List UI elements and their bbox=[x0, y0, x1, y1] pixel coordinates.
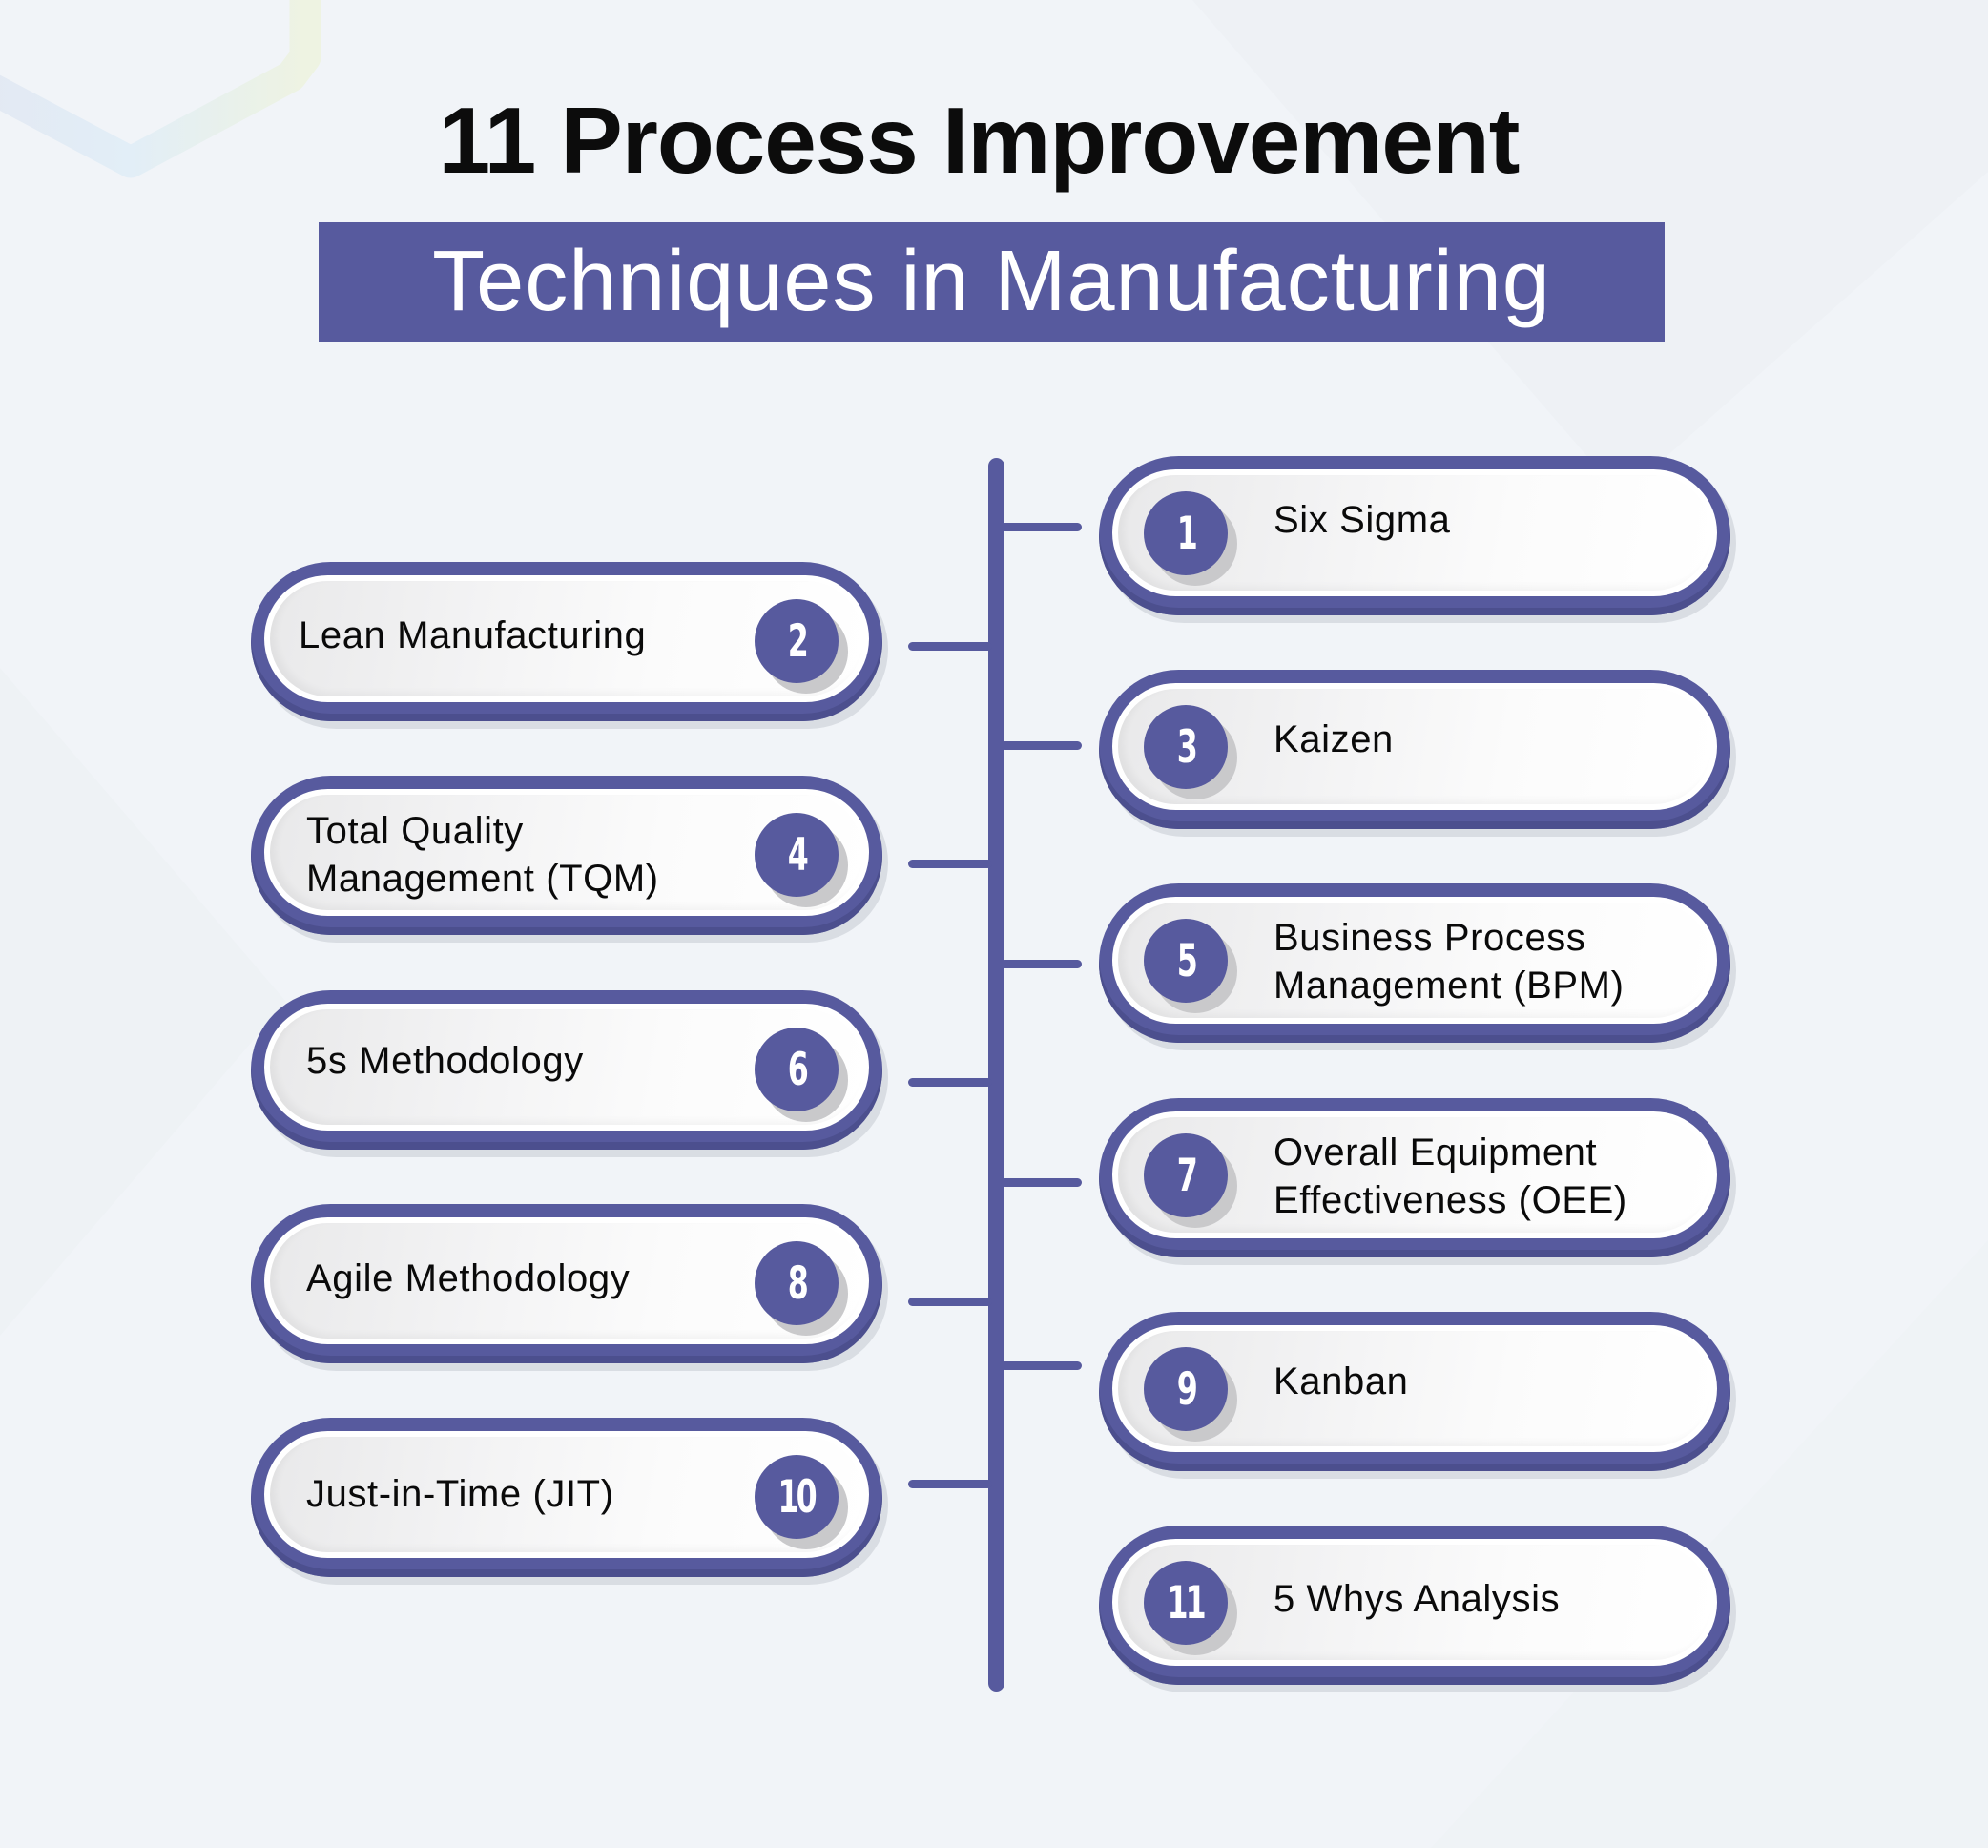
number-badge: 6 bbox=[755, 1028, 839, 1111]
connector-7 bbox=[1001, 1178, 1082, 1187]
technique-label-line2: Effectiveness (OEE) bbox=[1274, 1179, 1627, 1221]
number-badge: 5 bbox=[1144, 919, 1228, 1003]
subtitle-banner: Techniques in Manufacturing bbox=[319, 222, 1665, 342]
technique-card-3: 3 Kaizen bbox=[1099, 670, 1730, 829]
technique-label: 5s Methodology bbox=[306, 1040, 584, 1082]
subtitle-text: Techniques in Manufacturing bbox=[432, 234, 1551, 329]
watermark-logo-icon bbox=[0, 0, 321, 178]
technique-label-line2: Management (TQM) bbox=[306, 858, 659, 900]
technique-label: 5 Whys Analysis bbox=[1274, 1578, 1561, 1620]
connector-10 bbox=[908, 1480, 992, 1488]
connector-4 bbox=[908, 860, 992, 868]
technique-label-line1: Total Quality bbox=[306, 810, 524, 852]
page-title: 11 Process Improvement bbox=[438, 88, 1521, 193]
number-badge: 10 bbox=[755, 1455, 839, 1539]
technique-card-9: 9 Kanban bbox=[1099, 1312, 1730, 1471]
technique-card-2: 2 Lean Manufacturing bbox=[251, 562, 882, 721]
technique-card-6: 6 5s Methodology bbox=[251, 990, 882, 1150]
connector-2 bbox=[908, 642, 992, 651]
technique-label: Agile Methodology bbox=[306, 1257, 631, 1299]
technique-card-7: 7 Overall Equipment Effectiveness (OEE) bbox=[1099, 1098, 1730, 1257]
connector-3 bbox=[1001, 741, 1082, 750]
technique-card-8: 8 Agile Methodology bbox=[251, 1204, 882, 1363]
technique-card-11: 11 5 Whys Analysis bbox=[1099, 1526, 1730, 1685]
technique-card-5: 5 Business Process Management (BPM) bbox=[1099, 883, 1730, 1043]
number-badge: 1 bbox=[1144, 491, 1228, 575]
technique-label: Kaizen bbox=[1274, 718, 1394, 760]
technique-card-10: 10 Just-in-Time (JIT) bbox=[251, 1418, 882, 1577]
connector-1 bbox=[1001, 523, 1082, 531]
technique-card-1: 1 Six Sigma bbox=[1099, 456, 1730, 615]
technique-label: Lean Manufacturing bbox=[299, 614, 647, 656]
connector-6 bbox=[908, 1078, 992, 1087]
connector-5 bbox=[1001, 960, 1082, 968]
number-badge: 2 bbox=[755, 599, 839, 683]
number-badge: 3 bbox=[1144, 705, 1228, 789]
number-badge: 9 bbox=[1144, 1347, 1228, 1431]
timeline-spine bbox=[988, 458, 1004, 1692]
technique-label-line1: Overall Equipment bbox=[1274, 1132, 1598, 1173]
number-badge: 8 bbox=[755, 1241, 839, 1325]
technique-label: Six Sigma bbox=[1274, 499, 1451, 541]
connector-8 bbox=[908, 1298, 992, 1306]
number-badge: 4 bbox=[755, 813, 839, 897]
technique-card-4: 4 Total Quality Management (TQM) bbox=[251, 776, 882, 935]
technique-label: Just-in-Time (JIT) bbox=[306, 1473, 614, 1515]
technique-label-line1: Business Process bbox=[1274, 917, 1586, 959]
technique-label-line2: Management (BPM) bbox=[1274, 965, 1625, 1007]
number-badge: 11 bbox=[1144, 1561, 1228, 1645]
connector-9 bbox=[1001, 1361, 1082, 1370]
number-badge: 7 bbox=[1144, 1133, 1228, 1217]
technique-label: Kanban bbox=[1274, 1360, 1409, 1402]
